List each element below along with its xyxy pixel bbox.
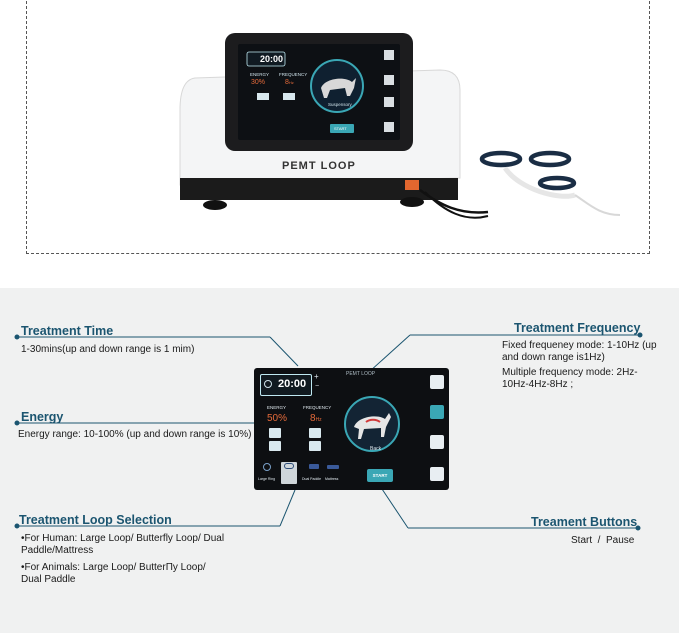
tablet-energy-value: 30% [251, 79, 266, 86]
tablet-frequency-unit: Hz [288, 80, 294, 85]
tablet-frequency-number: 8 [285, 79, 289, 86]
time-plus-icon[interactable]: + [314, 372, 319, 381]
energy-down-button[interactable] [269, 441, 281, 451]
list-icon[interactable] [430, 435, 444, 449]
energy-value: 50% [267, 413, 288, 424]
treatment-loop-title: Treatment Loop Selection [19, 513, 172, 527]
frequency-value: 8Hz [310, 413, 322, 424]
horse-diagram [344, 396, 400, 452]
tablet-energy-label: ENERGY [250, 72, 270, 77]
tablet-start-label: START [334, 126, 347, 131]
frequency-down-button[interactable] [309, 441, 321, 451]
treatment-loop-human: •For Human: Large Loop/ Butterfly Loop/ … [21, 533, 225, 556]
energy-label: ENERGY [267, 405, 287, 410]
control-screen: 20:00 + − PEMT LOOP ENERGY 50% FREQUENCY… [254, 368, 449, 490]
treatment-frequency-multiple: Multiple frequency mode: 2Hz-10Hz-4Hz-8H… [502, 367, 638, 390]
dual-paddle-icon[interactable] [309, 464, 319, 469]
loop-option-mattress: Mattress [325, 477, 339, 481]
treatment-loop-animals-text: For Animals: Large Loop/ ButterПy Loop/ … [21, 562, 206, 585]
butterfly-loop-icon[interactable] [284, 463, 294, 469]
tablet-animal-label: Suspensory [328, 102, 352, 107]
treatment-frequency-fixed: Fixed frequeney mode: 1-10Hz (up and dow… [502, 340, 657, 363]
timer-value: 20:00 [278, 378, 307, 390]
clock-icon [264, 380, 272, 388]
frequency-label: FREQUENCY [303, 405, 332, 410]
mode-icon[interactable] [430, 405, 444, 419]
frequency-number: 8 [310, 413, 316, 424]
time-minus-icon[interactable]: − [315, 383, 320, 390]
frequency-unit: Hz [315, 417, 322, 423]
treatment-buttons-text: Start / Pause [571, 535, 635, 546]
treatment-frequency-title: Treatment Frequency [514, 321, 641, 335]
tablet-timer: 20:00 [260, 54, 284, 64]
treatment-buttons-title: Treament Buttons [531, 515, 638, 529]
pemt-device-illustration [179, 33, 621, 219]
energy-title: Energy [21, 410, 64, 424]
timer-display[interactable]: 20:00 [260, 374, 312, 396]
loop-option-large-ring: Large Ring [258, 477, 276, 481]
treatment-time-title: Treatment Time [21, 324, 114, 338]
tablet-frequency-value: 8Hz [285, 79, 294, 86]
home-icon[interactable] [430, 375, 444, 389]
energy-up-button[interactable] [269, 428, 281, 438]
energy-text: Energy range: 10-100% (up and down range… [18, 429, 252, 440]
loop-option-dual-paddle: Dual Paddle [302, 477, 322, 481]
mattress-icon[interactable] [327, 465, 339, 469]
treatment-loop-animals: •For Animals: Large Loop/ ButterПy Loop/… [21, 562, 206, 585]
screen-brand: PEMT LOOP [346, 371, 376, 377]
settings-icon[interactable] [430, 467, 444, 481]
treatment-time-text: 1-30mins(up and down range is 1 mim) [21, 344, 195, 355]
animal-part-label: Back [370, 446, 382, 452]
large-ring-icon[interactable] [263, 463, 271, 471]
device-brand: PEMT LOOP [282, 160, 356, 172]
frequency-up-button[interactable] [309, 428, 321, 438]
product-photo-frame [26, 0, 650, 254]
start-button[interactable]: START [367, 469, 393, 482]
tablet-frequency-label: FREQUENCY [279, 72, 308, 77]
treatment-loop-human-text: For Human: Large Loop/ Butterfly Loop/ D… [21, 533, 225, 556]
